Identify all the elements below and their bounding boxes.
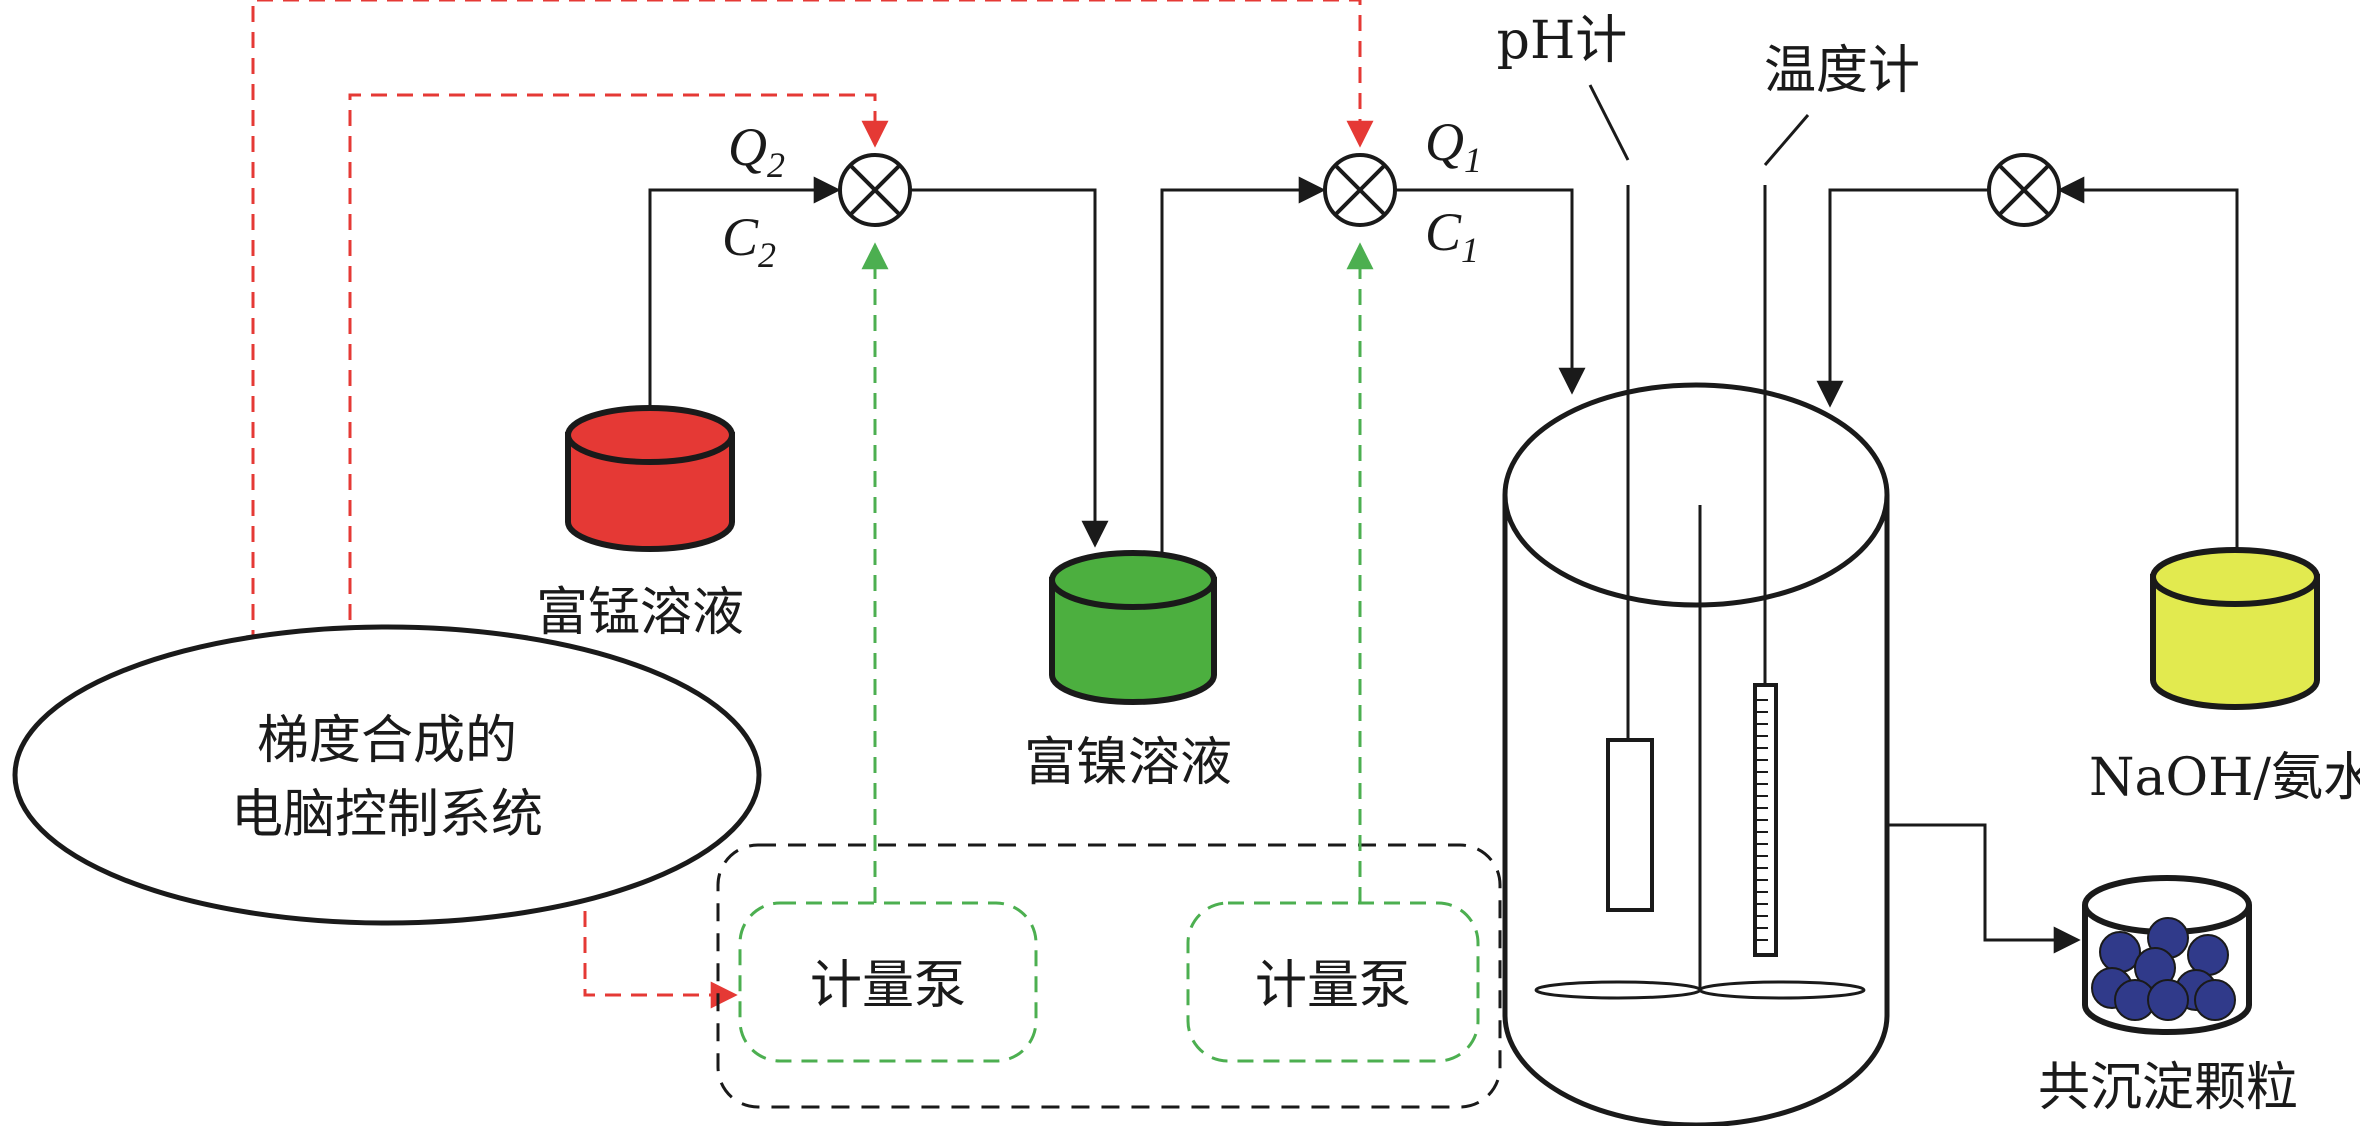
reactor [1502,185,1890,1126]
meter-labels: pH计 温度计 [1497,11,1920,166]
product-beaker: 共沉淀颗粒 [2038,875,2298,1118]
ni-solution-tank: 富镍溶液 [1024,550,1232,793]
pump-enclosure: 计量泵 计量泵 [716,843,1502,1109]
ph-meter-leader [1588,84,1630,161]
metering-pump-1 [738,901,1038,1063]
mn-solution-tank: 富锰溶液 [536,405,744,643]
control-system-label-line2: 电脑控制系统 [231,785,543,845]
particles [2091,917,2236,1021]
pipe-valve2-to-ni-tank [910,188,1109,548]
pipe-valve1-to-reactor [1395,188,1586,395]
coprecipitate-particle [2099,931,2141,973]
valve-q2 [838,153,912,227]
thermometer-ticks [1757,699,1768,941]
q1-label: Q1 [1425,112,1482,180]
flow-labels: Q2 C2 Q1 C1 [722,112,1482,275]
ph-probe-tip [1606,738,1654,912]
stirrer-blade-right [1698,980,1866,1000]
metering-pump-1-label: 计量泵 [810,956,966,1016]
metering-pump-2-label: 计量泵 [1255,956,1411,1016]
naoh-tank: NaOH/氨水 [2089,547,2360,808]
control-system: 梯度合成的 电脑控制系统 [12,624,762,926]
coprecipitate-particle [2187,934,2229,976]
signal-line-to-valve-q1 [251,0,1374,646]
valve-q1 [1323,153,1397,227]
flow-pipes [648,176,2239,954]
coprecipitate-label: 共沉淀颗粒 [2038,1058,2298,1118]
pump-housing-outline [716,843,1502,1109]
reactor-opening [1502,382,1890,608]
metering-pump-2 [1186,901,1480,1063]
pipe-naoh-to-valve3 [2057,176,2239,550]
pipe-valve3-to-reactor [1816,188,1988,408]
q2-label: Q2 [728,117,785,185]
c1-label: C1 [1425,202,1479,270]
pipe-mn-to-valve2 [648,176,841,410]
ph-meter-label: pH计 [1497,11,1628,71]
signal-line-to-pumps [583,885,738,1009]
naoh-label: NaOH/氨水 [2089,748,2360,808]
coprecipitate-particle [2147,979,2189,1021]
c2-label: C2 [722,207,776,275]
pipe-ni-to-valve1 [1160,176,1326,553]
valve-naoh [1987,153,2061,227]
signal-line-to-valve-q2 [348,93,889,646]
thermometer-label: 温度计 [1764,41,1920,101]
coprecipitate-particle [2194,979,2236,1021]
mn-solution-label: 富锰溶液 [536,583,744,643]
pipe-reactor-to-product [1888,823,2081,954]
ni-solution-label: 富镍溶液 [1024,733,1232,793]
control-system-label-line1: 梯度合成的 [257,711,517,771]
thermometer-leader [1763,114,1810,166]
red-control-signals [251,0,1374,1009]
green-pump-signals [861,242,1374,903]
control-system-ellipse [12,624,762,926]
reactor-body [1502,495,1890,1126]
